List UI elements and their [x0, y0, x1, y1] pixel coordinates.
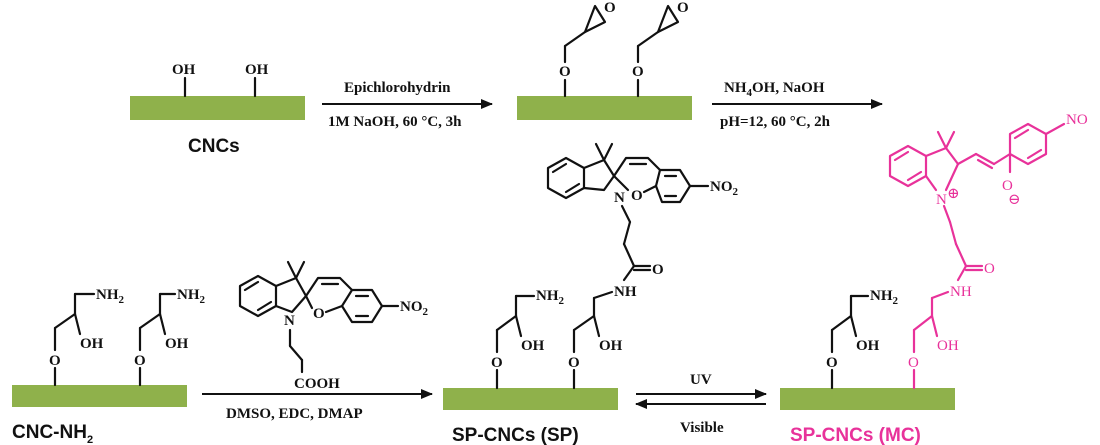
step1-arrow-group: Epichlorohydrin 1M NaOH, 60 °C, 3h	[322, 80, 493, 130]
ether-oxygen-label: O	[908, 355, 919, 371]
chromene-benzene-ring	[654, 168, 692, 204]
step1-reagent: Epichlorohydrin	[344, 80, 451, 96]
ether-oxygen-label: O	[632, 64, 644, 80]
hydroxyl-label: OH	[165, 336, 189, 352]
amine-label: NH2	[870, 288, 899, 307]
ether-oxygen-label: O	[49, 353, 61, 369]
epoxide-oxygen-label: O	[604, 0, 616, 16]
epoxide-oxygen-label: O	[677, 0, 689, 16]
amine-label: NH2	[177, 287, 206, 306]
sp-cncs-sp-label: SP-CNCs (SP)	[452, 425, 579, 445]
amide-nh-label: NH	[950, 284, 972, 300]
hydroxyl-label: OH	[856, 338, 880, 354]
step2-conditions: pH=12, 60 °C, 2h	[720, 114, 831, 130]
hydroxyl-label: OH	[599, 338, 623, 354]
ether-oxygen-label: O	[826, 355, 838, 371]
cnc-nh2-structure: O OH NH2 O OH NH2 CNC-NH2	[12, 287, 206, 445]
pyran-oxygen-label: O	[313, 306, 325, 322]
cncs-structure: OH OH CNCs	[130, 62, 305, 157]
mc-cncs-structure: O OH NH2 O OH NH O N ⊕	[780, 112, 1088, 445]
step2-reagent: NH4OH, NaOH	[724, 80, 825, 99]
positive-charge-icon: ⊕	[947, 186, 960, 202]
nitro-label: NO2	[400, 299, 429, 318]
indoline-nitrogen-label: N	[614, 190, 625, 206]
carbonyl-oxygen-label: O	[652, 262, 664, 278]
carboxylic-acid-label: COOH	[294, 376, 340, 392]
cnc-nh2-label: CNC-NH2	[12, 422, 93, 445]
amine-label: NH2	[536, 288, 565, 307]
hydroxyl-label: OH	[245, 62, 269, 78]
ether-oxygen-label: O	[568, 355, 580, 371]
hydroxyl-label: OH	[172, 62, 196, 78]
step3-conditions: DMSO, EDC, DMAP	[226, 406, 363, 422]
visible-label: Visible	[680, 420, 724, 436]
cnc-bar	[12, 385, 187, 407]
epoxide-ring	[583, 4, 607, 34]
step1-conditions: 1M NaOH, 60 °C, 3h	[328, 114, 462, 130]
sp-cncs-structure: O OH NH2 O OH NH O N O	[443, 142, 739, 445]
cnc-bar	[517, 96, 692, 120]
negative-charge-icon: ⊖	[1008, 192, 1021, 208]
hydroxyl-label: OH	[937, 338, 959, 354]
nitro-label: NO2	[710, 179, 739, 198]
photo-equilibrium: UV Visible	[635, 372, 767, 436]
cnc-bar	[130, 96, 305, 120]
step3-arrow-group: DMSO, EDC, DMAP	[202, 389, 433, 422]
cnc-bar	[780, 388, 955, 410]
sp-cncs-mc-label: SP-CNCs (MC)	[790, 425, 921, 445]
phenolate-oxygen-label: O	[1002, 178, 1013, 194]
ether-oxygen-label: O	[491, 355, 503, 371]
indoline-nitrogen-label: N	[284, 313, 295, 329]
ether-oxygen-label: O	[134, 353, 146, 369]
spiropyran-acid-reagent: N O NO2 COOH	[238, 260, 429, 392]
pyran-oxygen-label: O	[631, 188, 643, 204]
amine-label: NH2	[96, 287, 125, 306]
cnc-bar	[443, 388, 618, 410]
epoxy-cnc-structure: O O O O	[517, 0, 692, 120]
indolium-nitrogen-label: N	[936, 192, 947, 208]
ether-oxygen-label: O	[559, 64, 571, 80]
uv-label: UV	[690, 372, 712, 388]
chromene-benzene-ring	[340, 288, 384, 324]
step2-arrow-group: NH4OH, NaOH pH=12, 60 °C, 2h	[712, 80, 883, 130]
cncs-label: CNCs	[188, 136, 240, 157]
epoxide-ring	[656, 4, 680, 34]
carbonyl-oxygen-label: O	[984, 261, 995, 277]
hydroxyl-label: OH	[521, 338, 545, 354]
nitro-label: NO	[1066, 112, 1088, 128]
hydroxyl-label: OH	[80, 336, 104, 352]
amide-nh-label: NH	[614, 284, 637, 300]
